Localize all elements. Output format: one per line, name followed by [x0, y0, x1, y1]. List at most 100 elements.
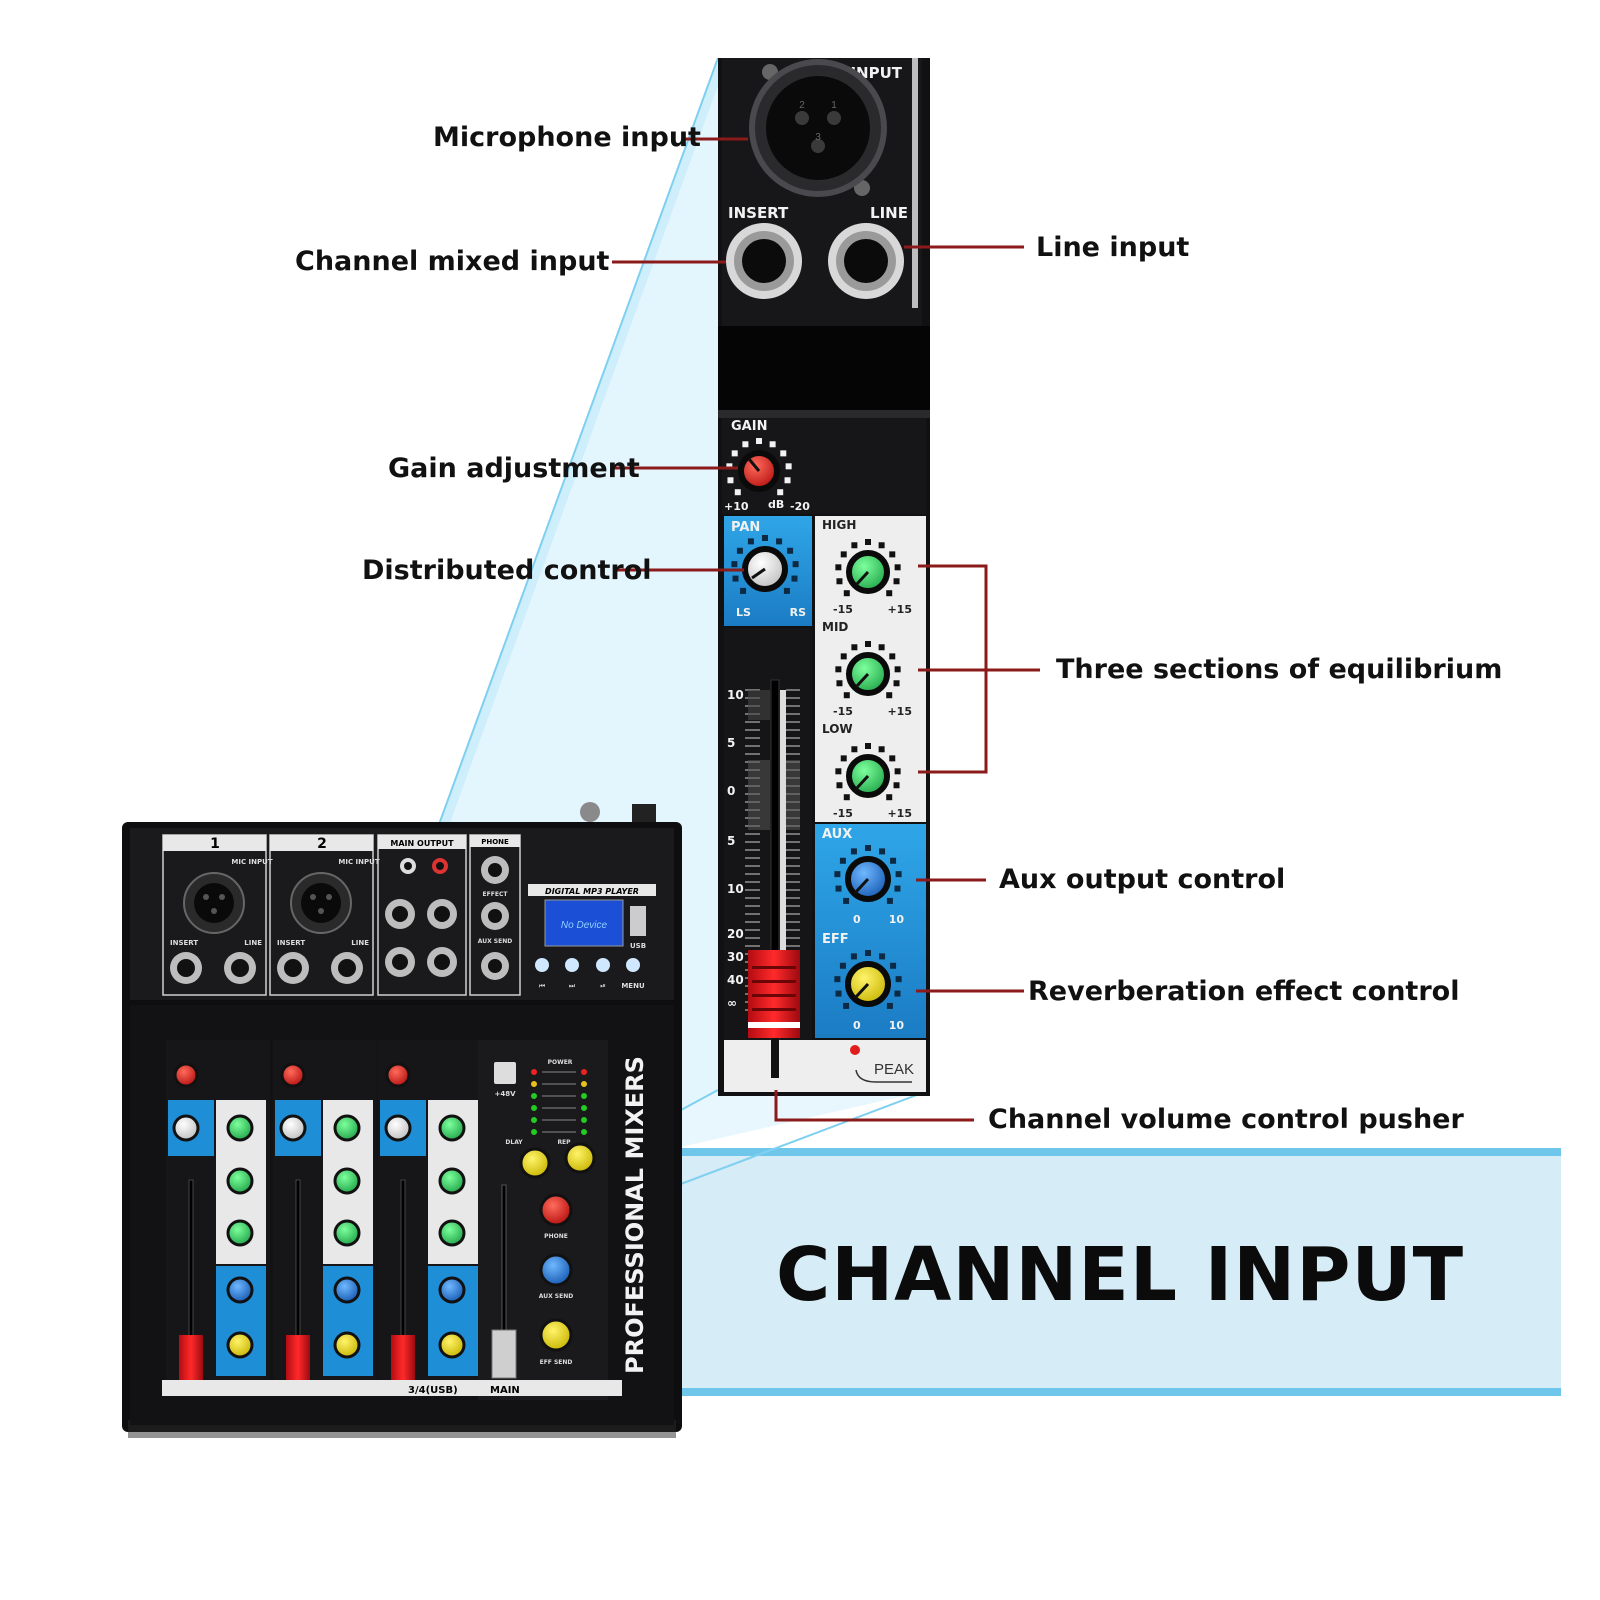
callout-channel-mixed-input: Channel mixed input: [295, 246, 610, 277]
mini-eq-knob[interactable]: [226, 1219, 254, 1247]
gain-db-label: dB: [768, 498, 784, 511]
aux-eff-tick: [865, 950, 871, 956]
eq-tick: [851, 644, 858, 651]
brand-text: PROFESSIONAL MIXERS: [621, 1056, 649, 1374]
mini-fader-knob[interactable]: [286, 1335, 310, 1381]
fader-scale-label: 5: [727, 834, 735, 848]
mini-eq-knob[interactable]: [226, 1167, 254, 1195]
main-fader-knob[interactable]: [491, 1329, 517, 1379]
meter-led: [531, 1093, 537, 1099]
rep-label: REP: [557, 1139, 571, 1146]
mini-fader-knob[interactable]: [391, 1335, 415, 1381]
pan-tick: [731, 561, 738, 568]
eq-tick: [893, 578, 900, 585]
mixer-top-channel-2: 2 MIC INPUT INSERT LINE: [269, 834, 380, 996]
phantom-power-button[interactable]: [494, 1062, 516, 1084]
eq-tick: [889, 653, 896, 660]
fader-scale-label: 0: [727, 784, 735, 798]
pan-tick: [783, 587, 790, 594]
mini-pan-knob[interactable]: [279, 1114, 307, 1142]
pan-r-label: RS: [790, 606, 806, 619]
eq-tick: [835, 666, 842, 673]
dlay-label: DLAY: [505, 1139, 523, 1146]
aux-eff-scales: [834, 845, 902, 1009]
mp3-screen-text: No Device: [561, 920, 608, 931]
channel-fader-knob[interactable]: [748, 950, 800, 1078]
mini-eq-knob[interactable]: [333, 1167, 361, 1195]
eff-min-label: 0: [853, 1019, 861, 1032]
line-jack-large-icon[interactable]: [828, 223, 904, 299]
insert-jack-large-icon[interactable]: [726, 223, 802, 299]
aux-eff-tick: [834, 871, 841, 878]
aux-max-label: 10: [889, 913, 905, 926]
prev-button[interactable]: [535, 958, 549, 972]
mini-gain-knob[interactable]: [280, 1062, 306, 1088]
mini-aux-knob[interactable]: [226, 1276, 254, 1304]
fader-scale-label: 20: [727, 927, 744, 941]
gain-plus-label: +10: [724, 500, 749, 513]
mixer-mic-input-label-2: MIC INPUT: [338, 858, 379, 866]
strip-gain-label: GAIN: [731, 419, 767, 434]
aux-eff-tick: [890, 857, 897, 864]
mini-pan-knob[interactable]: [384, 1114, 412, 1142]
aux-eff-tick: [839, 857, 846, 864]
play-pause-button[interactable]: [596, 958, 610, 972]
microphone-xlr-jack-icon[interactable]: 2 1 3: [749, 59, 887, 197]
mini-eq-knob[interactable]: [333, 1114, 361, 1142]
eq-tick: [878, 542, 885, 549]
eq-tick: [893, 782, 900, 789]
eq-tick: [836, 782, 843, 789]
mini-fader-knob[interactable]: [179, 1335, 203, 1381]
callout-gain-adjustment: Gain adjustment: [388, 453, 640, 484]
channel-strip-closeup: INPUT 2 1 3 INSERT LINE GAIN +10 dB -20: [718, 58, 930, 1096]
aux-eff-tick: [895, 871, 902, 878]
pan-l-label: LS: [736, 606, 751, 619]
meter-led: [581, 1105, 587, 1111]
mini-eq-knob[interactable]: [226, 1114, 254, 1142]
mini-eff-knob[interactable]: [333, 1331, 361, 1359]
aux-send-knob-label: AUX SEND: [539, 1293, 573, 1300]
pan-tick: [791, 575, 798, 582]
next-button[interactable]: [565, 958, 579, 972]
menu-button[interactable]: [626, 958, 640, 972]
fader-scale-label: ∞: [727, 996, 737, 1010]
pan-tick: [736, 547, 743, 554]
usb-port-icon[interactable]: [630, 906, 646, 936]
phone-level-knob[interactable]: [539, 1193, 573, 1227]
aux-eff-tick: [835, 990, 842, 997]
mini-pan-knob[interactable]: [172, 1114, 200, 1142]
mini-eff-knob[interactable]: [226, 1331, 254, 1359]
low-max-label: +15: [887, 807, 912, 820]
dlay-knob[interactable]: [519, 1147, 551, 1179]
mini-gain-knob[interactable]: [385, 1062, 411, 1088]
pan-tick: [776, 538, 783, 545]
aux-send-knob[interactable]: [539, 1253, 573, 1287]
aux-eff-tick: [865, 845, 871, 851]
aux-eff-tick: [886, 897, 893, 904]
strip-mid-label: MID: [822, 620, 848, 634]
gain-tick: [726, 463, 733, 470]
mini-aux-knob[interactable]: [438, 1276, 466, 1304]
mini-gain-knob[interactable]: [173, 1062, 199, 1088]
mini-eff-knob[interactable]: [438, 1331, 466, 1359]
aux-eff-tick: [843, 897, 850, 904]
prev-icon: ⏮: [539, 983, 545, 990]
rep-knob[interactable]: [564, 1142, 596, 1174]
eff-send-knob[interactable]: [539, 1318, 573, 1352]
mini-eq-knob[interactable]: [438, 1114, 466, 1142]
eq-tick: [865, 743, 871, 749]
mini-eq-knob[interactable]: [438, 1219, 466, 1247]
eq-tick: [886, 692, 893, 699]
eq-tick: [843, 590, 850, 597]
gain-tick: [734, 489, 741, 496]
aux-eff-tick: [839, 962, 846, 969]
eq-tick: [840, 755, 847, 762]
fader-scale-label: 40: [727, 973, 744, 987]
mixer-phone-block: PHONE EFFECT AUX SEND: [469, 834, 521, 996]
meter-led: [531, 1069, 537, 1075]
mini-eq-knob[interactable]: [438, 1167, 466, 1195]
mini-eq-knob[interactable]: [333, 1219, 361, 1247]
mixer-insert-label-1: INSERT: [170, 939, 198, 947]
mini-aux-knob[interactable]: [333, 1276, 361, 1304]
peak-label: PEAK: [874, 1061, 914, 1078]
